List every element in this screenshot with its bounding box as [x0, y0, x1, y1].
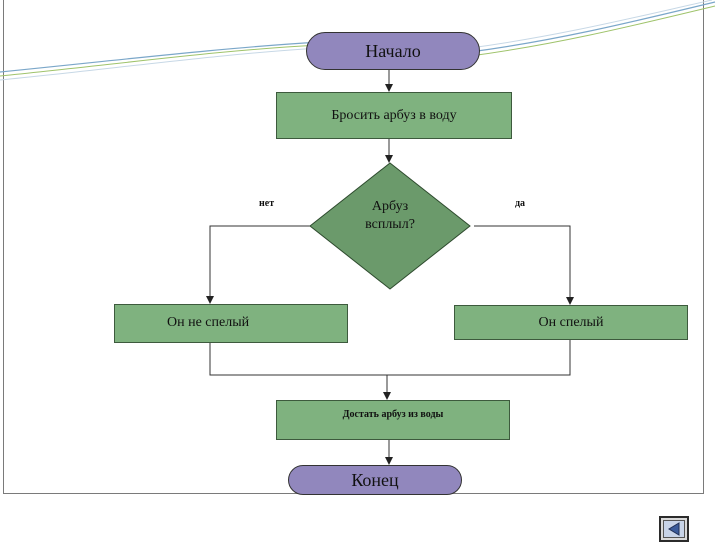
- branch-yes-label: да: [515, 198, 526, 209]
- arrow-decision-yes: [474, 225, 574, 305]
- start-label: Начало: [365, 40, 421, 61]
- step-take-out: Достать арбуз из воды: [276, 400, 510, 440]
- back-button-inner: [663, 520, 685, 538]
- decision-diamond: [309, 162, 471, 290]
- step-throw-label: Бросить арбуз в воду: [331, 107, 457, 123]
- not-ripe-box: Он не спелый: [114, 304, 348, 343]
- not-ripe-label: Он не спелый: [167, 315, 250, 330]
- ripe-label: Он спелый: [538, 314, 604, 330]
- arrow-decision-no: [206, 225, 310, 304]
- merge-line: [209, 340, 571, 376]
- back-button[interactable]: [659, 516, 689, 542]
- step-throw-in-water: Бросить арбуз в воду: [276, 92, 512, 139]
- end-label: Конец: [351, 469, 399, 490]
- ripe-box: Он спелый: [454, 305, 688, 340]
- end-terminal: Конец: [288, 465, 462, 495]
- branch-no-label: нет: [259, 198, 275, 209]
- decision-line2: всплыл?: [365, 217, 415, 232]
- decision-text: Арбуз всплыл?: [340, 198, 440, 234]
- step-take-out-label: Достать арбуз из воды: [342, 409, 444, 420]
- decision-line1: Арбуз: [371, 199, 409, 214]
- start-terminal: Начало: [306, 32, 480, 70]
- triangle-left-icon: [668, 522, 680, 536]
